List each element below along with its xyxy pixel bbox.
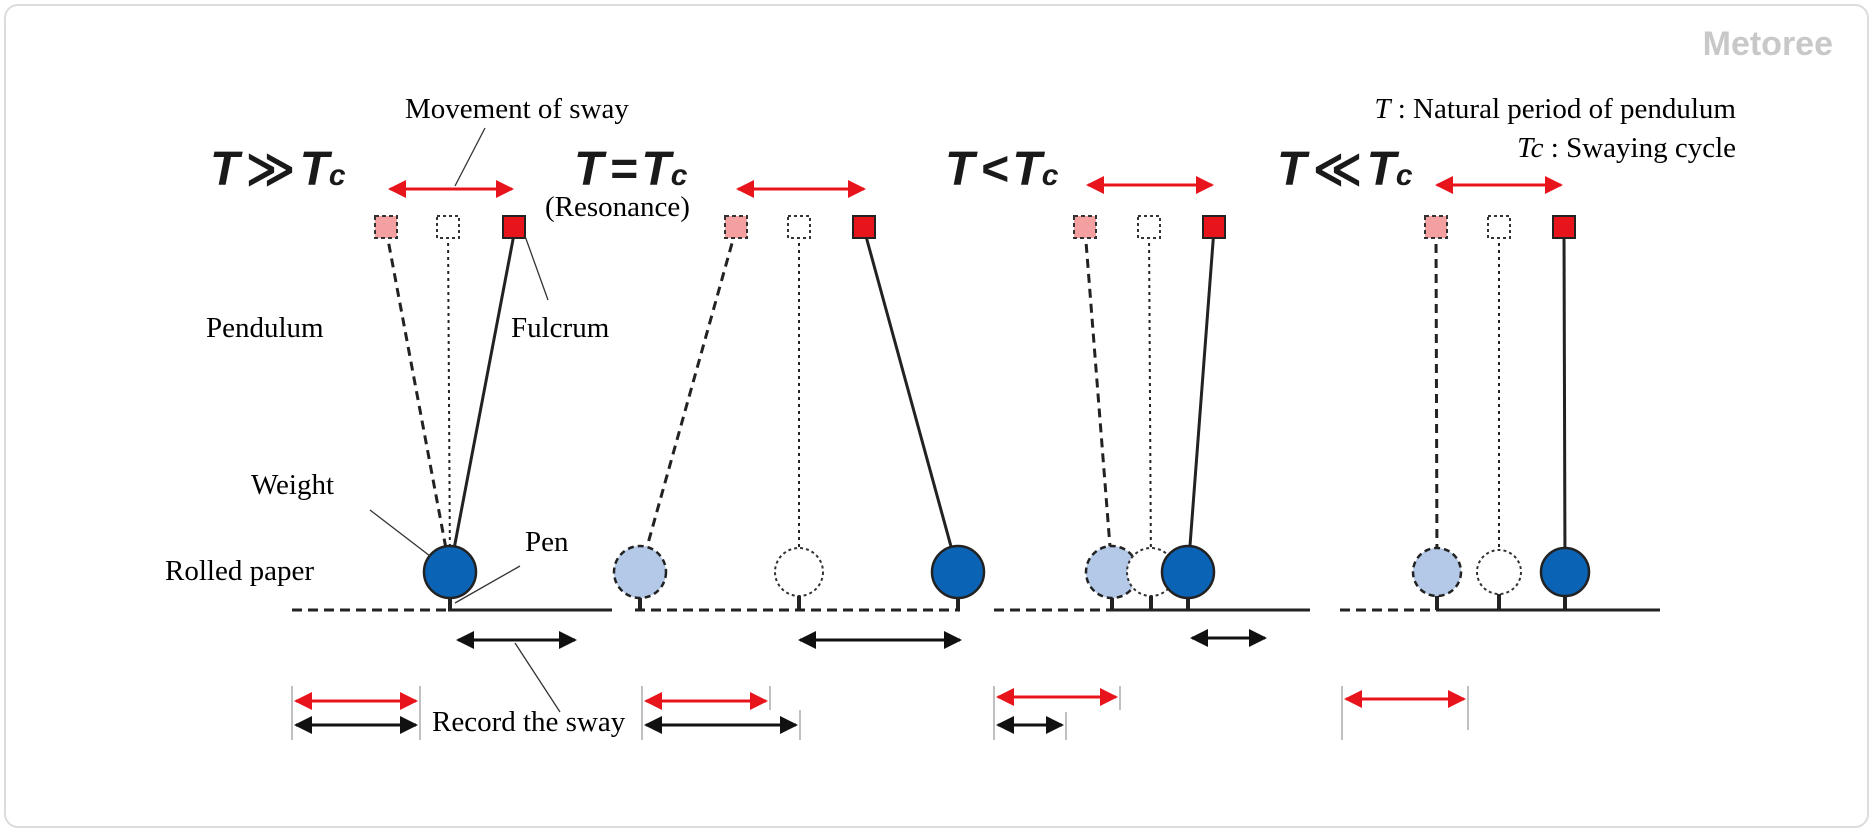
heading-t-equal: T=Tc [574,143,688,196]
label-rolled-paper: Rolled paper [165,555,314,587]
leader-lines [369,127,561,713]
pendulum-rod-center [447,228,451,571]
leader-record [514,642,561,713]
heading-t-much-less: T≪Tc [1277,143,1413,196]
weight-faded [1411,546,1463,598]
weight-current [930,544,986,600]
resonance-note: (Resonance) [545,191,690,223]
weight-ghost [1476,549,1522,595]
pendulum-rod-right [862,228,960,573]
fulcrum-faded [724,215,748,239]
weight-current [1160,544,1216,600]
fulcrum-current [852,215,876,239]
fulcrum-current [502,215,526,239]
weight-current [422,544,478,600]
heading-t-less: T<Tc [945,143,1059,196]
pendulum-rod-left [1434,228,1439,573]
pendulum-rod-left [384,228,452,571]
figure-frame [4,4,1869,828]
leader-pen [454,565,521,604]
leader-movement [454,127,486,187]
weight-faded [612,544,668,600]
pendulum-rod-right [1186,228,1216,573]
leader-fulcrum [524,235,549,301]
pendulum-rod-right [448,228,517,571]
pendulum-rod-center [1148,228,1152,573]
fulcrum-ghost [787,215,811,239]
panel-3 [994,215,1310,647]
fulcrum-ghost [436,215,460,239]
pendulum-rod-right [1562,228,1567,573]
fulcrum-faded [1424,215,1448,239]
fulcrum-current [1202,215,1226,239]
fulcrum-ghost [1137,215,1161,239]
weight-ghost [774,547,824,597]
fulcrum-faded [374,215,398,239]
weight-current [1539,546,1591,598]
leader-weight [369,509,431,557]
fulcrum-current [1552,215,1576,239]
record-summary [291,686,1469,740]
label-pendulum: Pendulum [206,312,324,344]
fulcrum-ghost [1487,215,1511,239]
legend-natural-period: T : Natural period of pendulum [1374,93,1736,125]
pendulum-rod-left [638,228,738,573]
label-pen: Pen [525,526,569,558]
label-movement-of-sway: Movement of sway [405,93,629,125]
metoree-logo: Metoree [1703,25,1833,63]
fulcrum-faded [1073,215,1097,239]
label-fulcrum: Fulcrum [511,312,610,344]
legend-swaying-cycle: Tc : Swaying cycle [1517,132,1736,164]
pendulum-rod-left [1083,228,1114,573]
heading-t-much-greater: T≫Tc [210,143,346,196]
panel-1 [292,215,612,649]
panel-4 [1340,215,1660,612]
label-weight: Weight [251,469,334,501]
panel-2 [612,215,986,649]
label-record-the-sway: Record the sway [432,706,626,738]
